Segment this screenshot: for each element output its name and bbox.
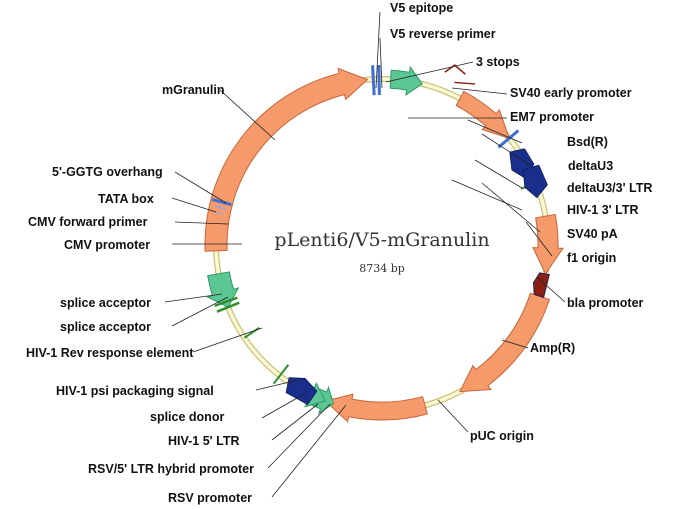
label-hiv1-5ltr: HIV-1 5' LTR — [168, 434, 240, 448]
cmv-forward-primer-mark — [211, 197, 232, 207]
leader-cmv-forward-primer — [174, 221, 229, 225]
splice-donor-mark — [272, 364, 290, 385]
leader-delta-u3-3ltr — [474, 159, 523, 189]
label-mgranulin: mGranulin — [162, 83, 225, 97]
leader-amp — [501, 339, 529, 349]
bsd-arrow — [455, 90, 511, 140]
label-cmv-forward-primer: CMV forward primer — [28, 215, 148, 229]
label-cmv-promoter: CMV promoter — [64, 238, 150, 252]
hiv1-3ltr-block — [522, 164, 548, 199]
splice-acceptor-mark-2 — [216, 301, 240, 313]
amp-arrow — [459, 292, 551, 393]
hiv1-rre-mark — [243, 326, 260, 339]
label-bsd: Bsd(R) — [567, 135, 608, 149]
leader-hiv1-rre — [192, 327, 263, 353]
leader-rsv-promoter — [271, 404, 347, 498]
label-hiv1-psi: HIV-1 psi packaging signal — [56, 384, 214, 398]
label-delta-u3: deltaU3 — [568, 159, 613, 173]
leader-splice-acceptor-2 — [171, 296, 229, 327]
delta-u3-mark — [497, 129, 520, 149]
label-puc-origin: pUC origin — [470, 429, 534, 443]
mgranulin-arrow — [204, 67, 369, 252]
label-ggtg-overhang: 5'-GGTG overhang — [52, 165, 163, 179]
label-rsv-promoter: RSV promoter — [168, 491, 252, 505]
leader-sv40-early-promoter — [451, 87, 508, 95]
leader-three-stops — [385, 61, 474, 83]
f1-origin-arrow — [532, 213, 564, 275]
label-v5-reverse-primer: V5 reverse primer — [390, 27, 496, 41]
label-bla-promoter: bla promoter — [567, 296, 644, 310]
label-three-stops: 3 stops — [476, 55, 520, 69]
label-tata-box: TATA box — [98, 192, 154, 206]
leader-v5-epitope — [375, 11, 381, 89]
label-v5-epitope: V5 epitope — [390, 1, 453, 15]
three-stops-mark — [444, 64, 466, 75]
sv40-early-promoter-mark — [454, 81, 476, 85]
puc-origin-arrow — [324, 393, 428, 423]
leader-f1-origin — [525, 221, 553, 257]
label-sv40-early-promoter: SV40 early promoter — [510, 86, 632, 100]
plasmid-size: 8734 bp — [359, 262, 405, 275]
leader-hiv1-psi — [255, 379, 299, 391]
v5-reverse-primer-mark — [377, 65, 381, 96]
label-sv40-pa: SV40 pA — [567, 227, 618, 241]
em7-promoter-arrow — [389, 65, 423, 96]
label-splice-donor: splice donor — [150, 410, 224, 424]
label-f1-origin: f1 origin — [567, 251, 616, 265]
leader-bla-promoter — [537, 277, 566, 303]
label-hiv1-rre: HIV-1 Rev response element — [26, 346, 194, 360]
leader-hiv1-3ltr — [451, 179, 523, 211]
label-hiv1-3ltr: HIV-1 3' LTR — [567, 203, 639, 217]
label-rsv-hybrid: RSV/5' LTR hybrid promoter — [88, 462, 254, 476]
label-amp: Amp(R) — [530, 341, 575, 355]
leader-delta-u3 — [481, 133, 531, 166]
hiv1-5ltr-block — [285, 377, 318, 406]
bla-promoter-block — [532, 272, 550, 299]
label-delta-u3-3ltr: deltaU3/3' LTR — [567, 181, 652, 195]
leader-mgranulin — [219, 89, 276, 141]
cmv-promoter-arrow — [206, 271, 240, 308]
leader-hiv1-5ltr — [271, 403, 319, 441]
label-splice-acceptor-1: splice acceptor — [60, 296, 151, 310]
plasmid-name: pLenti6/V5-mGranulin — [274, 229, 489, 251]
ggtg-overhang-mark — [215, 211, 224, 215]
tata-box-mark — [214, 205, 227, 210]
splice-acceptor-mark-1 — [214, 296, 238, 308]
leader-splice-acceptor-1 — [164, 293, 223, 303]
label-em7-promoter: EM7 promoter — [510, 110, 594, 124]
leader-splice-donor — [261, 392, 307, 419]
label-splice-acceptor-2: splice acceptor — [60, 320, 151, 334]
leader-sv40-pa — [481, 182, 541, 233]
leader-tata-box — [171, 197, 217, 213]
leader-v5-reverse-primer — [379, 37, 383, 89]
leader-ggtg-overhang — [174, 171, 227, 204]
v5-epitope-mark — [371, 65, 376, 96]
leader-puc-origin — [437, 399, 469, 433]
leader-bsd — [467, 119, 523, 144]
leader-rsv-hybrid — [267, 403, 331, 469]
